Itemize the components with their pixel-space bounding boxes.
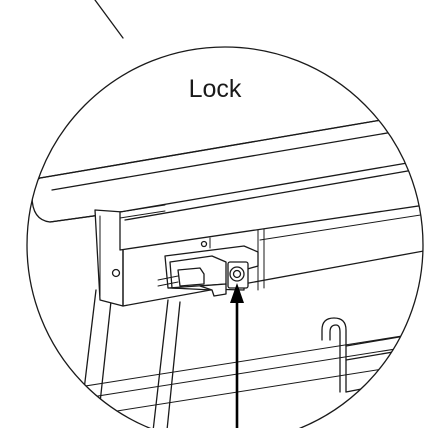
front-frame	[119, 159, 423, 307]
mounting-hole	[111, 268, 121, 278]
leader-line	[94, 0, 124, 39]
keyhole	[232, 269, 242, 279]
side-plate	[94, 209, 124, 307]
callout-label: Lock	[189, 75, 242, 103]
side-hook	[321, 317, 423, 393]
lock-bracket	[157, 245, 259, 297]
pointer-arrow	[230, 283, 244, 428]
zoomed-detail	[31, 109, 423, 428]
lower-frame	[59, 289, 423, 428]
detail-circle	[26, 46, 424, 428]
